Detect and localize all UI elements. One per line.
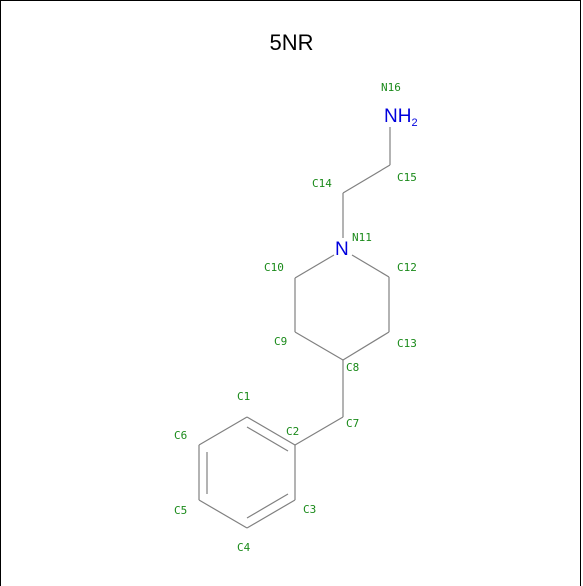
atom-label-c7: C7 [346, 417, 359, 430]
atom-label-c14: C14 [312, 177, 332, 190]
bond-n11-c10 [294, 254, 335, 279]
bond-c2-c1 [246, 416, 296, 446]
atom-label-c12: C12 [397, 261, 417, 274]
bond-n11-c12 [351, 254, 390, 278]
bond-c7-c2 [294, 416, 344, 446]
atom-label-c15: C15 [397, 171, 417, 184]
atom-label-c13: C13 [397, 337, 417, 350]
bond-c9-c8 [294, 331, 344, 361]
bond-c1-c6 [198, 416, 248, 446]
molecule-title: 5NR [269, 30, 314, 55]
bond-c15-c14 [342, 164, 391, 194]
aromatic-inner-c2-c1 [246, 426, 289, 452]
atom-label-c4: C4 [237, 541, 251, 554]
atom-label-c9: C9 [274, 335, 287, 348]
atom-label-n16: N16 [381, 81, 401, 94]
atom-label-c1: C1 [237, 390, 250, 403]
bond-c4-c3 [246, 499, 296, 529]
atom-label-c8: C8 [346, 361, 359, 374]
bond-c5-c4 [198, 499, 248, 529]
atom-label-c10: C10 [264, 261, 284, 274]
bond-lines [198, 127, 391, 529]
atom-n11-symbol: N [335, 239, 349, 260]
aromatic-inner-c4-c3 [246, 493, 289, 519]
atom-n16-symbol: NH2 [384, 106, 418, 129]
bond-c13-c8 [342, 331, 390, 361]
atom-label-c6: C6 [174, 429, 187, 442]
atom-label-c5: C5 [174, 504, 187, 517]
atom-label-c2: C2 [286, 425, 299, 438]
atom-label-n11: N11 [352, 231, 372, 244]
atom-label-c3: C3 [303, 503, 316, 516]
